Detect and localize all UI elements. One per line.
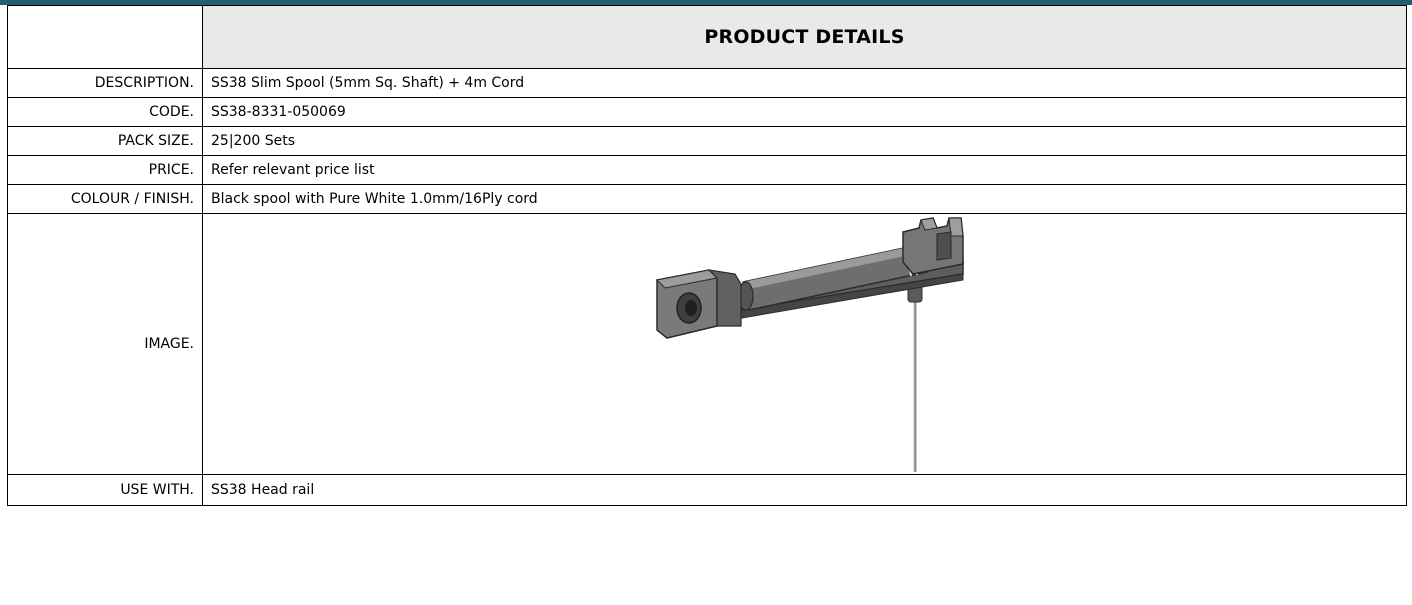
table-row-description: DESCRIPTION. SS38 Slim Spool (5mm Sq. Sh… xyxy=(7,68,1407,98)
image-label: IMAGE. xyxy=(7,213,203,475)
colour-finish-value: Black spool with Pure White 1.0mm/16Ply … xyxy=(202,184,1407,214)
table-row-pack-size: PACK SIZE. 25|200 Sets xyxy=(7,126,1407,156)
product-details-table: PRODUCT DETAILS DESCRIPTION. SS38 Slim S… xyxy=(7,5,1407,506)
pack-size-value: 25|200 Sets xyxy=(202,126,1407,156)
table-header-row: PRODUCT DETAILS xyxy=(7,5,1407,69)
top-accent-bar xyxy=(0,0,1412,5)
image-overlap-mask xyxy=(661,214,954,217)
price-label: PRICE. xyxy=(7,155,203,185)
code-value: SS38-8331-050069 xyxy=(202,97,1407,127)
colour-finish-label: COLOUR / FINISH. xyxy=(7,184,203,214)
table-row-price: PRICE. Refer relevant price list xyxy=(7,155,1407,185)
code-label: CODE. xyxy=(7,97,203,127)
use-with-value: SS38 Head rail xyxy=(202,474,1407,506)
product-details-title: PRODUCT DETAILS xyxy=(202,5,1407,69)
header-corner-cell xyxy=(7,5,203,69)
description-value: SS38 Slim Spool (5mm Sq. Shaft) + 4m Cor… xyxy=(202,68,1407,98)
image-cell xyxy=(202,213,1407,475)
table-row-code: CODE. SS38-8331-050069 xyxy=(7,97,1407,127)
table-row-colour-finish: COLOUR / FINISH. Black spool with Pure W… xyxy=(7,184,1407,214)
use-with-label: USE WITH. xyxy=(7,474,203,506)
spool-with-cord-image xyxy=(655,217,964,472)
table-row-use-with: USE WITH. SS38 Head rail xyxy=(7,474,1407,506)
image-container xyxy=(211,214,1406,474)
table-row-image: IMAGE. xyxy=(7,213,1407,475)
description-label: DESCRIPTION. xyxy=(7,68,203,98)
price-value: Refer relevant price list xyxy=(202,155,1407,185)
pack-size-label: PACK SIZE. xyxy=(7,126,203,156)
